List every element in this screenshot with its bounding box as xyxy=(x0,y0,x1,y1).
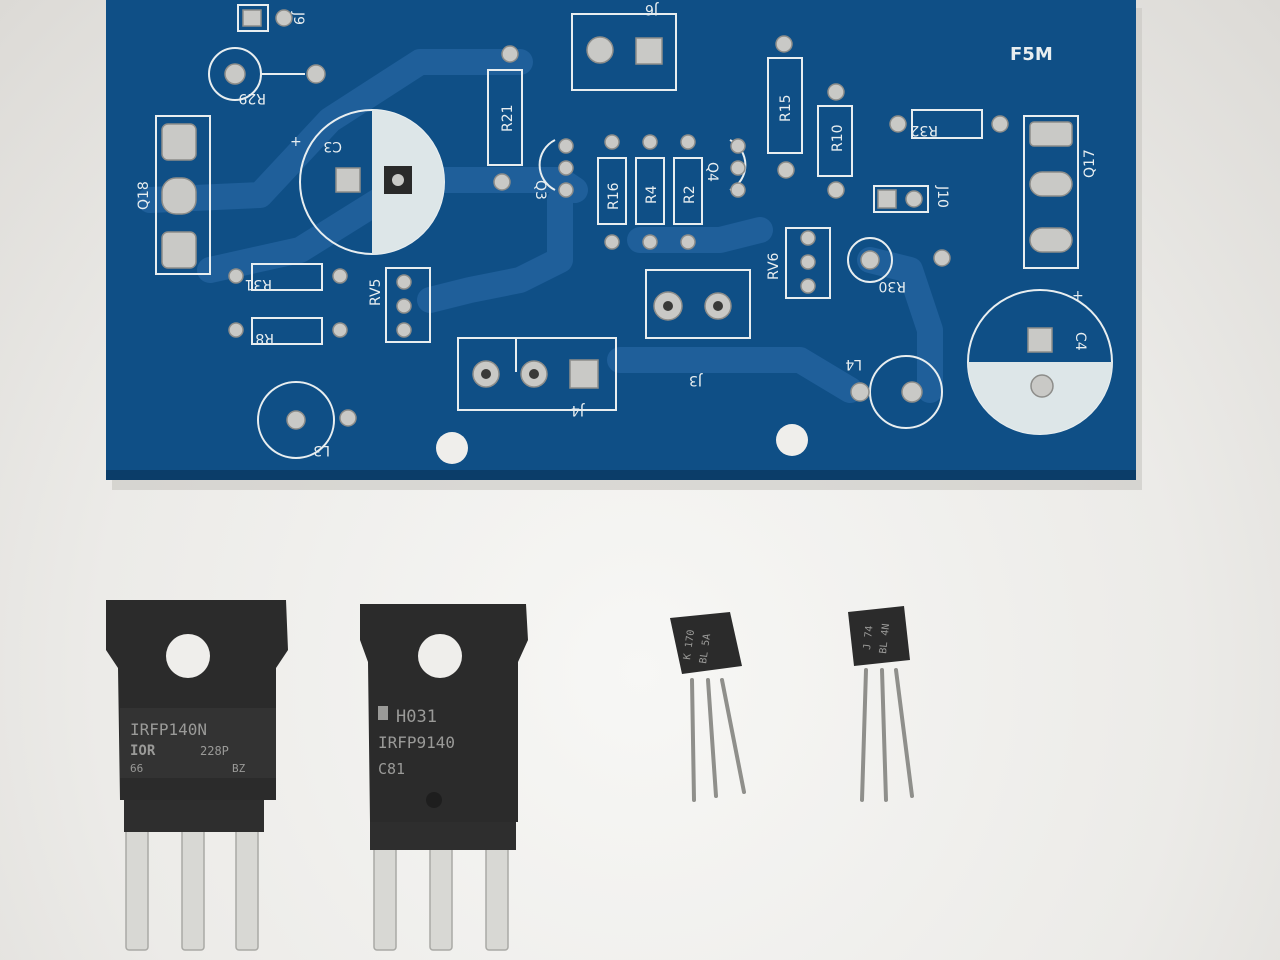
marking-p-line2: IRFP9140 xyxy=(378,733,455,752)
ref-j10: J10 xyxy=(934,185,950,208)
ref-c4: C4 xyxy=(1072,332,1088,351)
ref-rv5: RV5 xyxy=(368,279,384,306)
ref-q17: Q17 xyxy=(1082,149,1098,178)
ref-q18: Q18 xyxy=(136,181,152,210)
marking-p-line3: C81 xyxy=(378,760,405,778)
marking-line3a: 66 xyxy=(130,762,143,775)
ref-r30: R30 xyxy=(878,278,906,294)
ref-r4: R4 xyxy=(644,185,660,204)
ref-r31: R31 xyxy=(244,276,272,292)
board-label: F5M xyxy=(1010,44,1053,65)
ref-r29: R29 xyxy=(238,90,266,106)
ref-rv6: RV6 xyxy=(766,252,782,280)
ref-r10: R10 xyxy=(830,124,846,152)
mounting-hole xyxy=(776,424,808,456)
ref-c3: C3 xyxy=(323,138,342,154)
marking-logo: IOR xyxy=(130,743,156,759)
marking-jfet2-line2: BL 4N xyxy=(878,623,892,654)
ref-j6: J6 xyxy=(645,1,659,17)
marking-line2: 228P xyxy=(200,744,229,758)
ref-r32: R32 xyxy=(910,122,938,138)
jfet-k170: K 170 BL 5A xyxy=(670,612,746,802)
ref-r8: R8 xyxy=(255,330,274,346)
marking-jfet1-line2: BL 5A xyxy=(698,633,713,664)
ref-r16: R16 xyxy=(606,182,622,210)
pcb-board: J9 R29 J6 F5M R21 R15 R10 R32 xyxy=(106,0,1136,480)
marking-line1: IRFP140N xyxy=(130,720,207,739)
ref-j9: J9 xyxy=(290,11,306,25)
polarity-mark-c3: + xyxy=(290,134,302,150)
ref-j4: J4 xyxy=(571,402,585,418)
marking-line3b: BZ xyxy=(232,762,246,775)
mosfet-irfp140n: IRFP140N IOR 228P 66 BZ xyxy=(106,600,288,951)
ref-l4: L4 xyxy=(845,356,862,372)
polarity-mark-c4: + xyxy=(1072,288,1084,304)
ref-q4: Q4 xyxy=(704,162,720,182)
mounting-hole xyxy=(436,432,468,464)
ref-l3: L3 xyxy=(313,442,330,458)
marking-jfet2-line1: J 74 xyxy=(862,625,875,650)
ref-q3: Q3 xyxy=(532,180,548,200)
marking-jfet1-line1: K 170 xyxy=(682,629,697,660)
marking-p-line1: H031 xyxy=(396,707,437,727)
ref-j3: J3 xyxy=(689,372,703,388)
ref-r2: R2 xyxy=(682,185,698,204)
mosfet-irfp9140: H031 IRFP9140 C81 xyxy=(360,604,528,951)
ref-r15: R15 xyxy=(778,94,794,122)
jfet-j74: J 74 BL 4N xyxy=(848,606,914,802)
ref-r21: R21 xyxy=(500,104,516,132)
